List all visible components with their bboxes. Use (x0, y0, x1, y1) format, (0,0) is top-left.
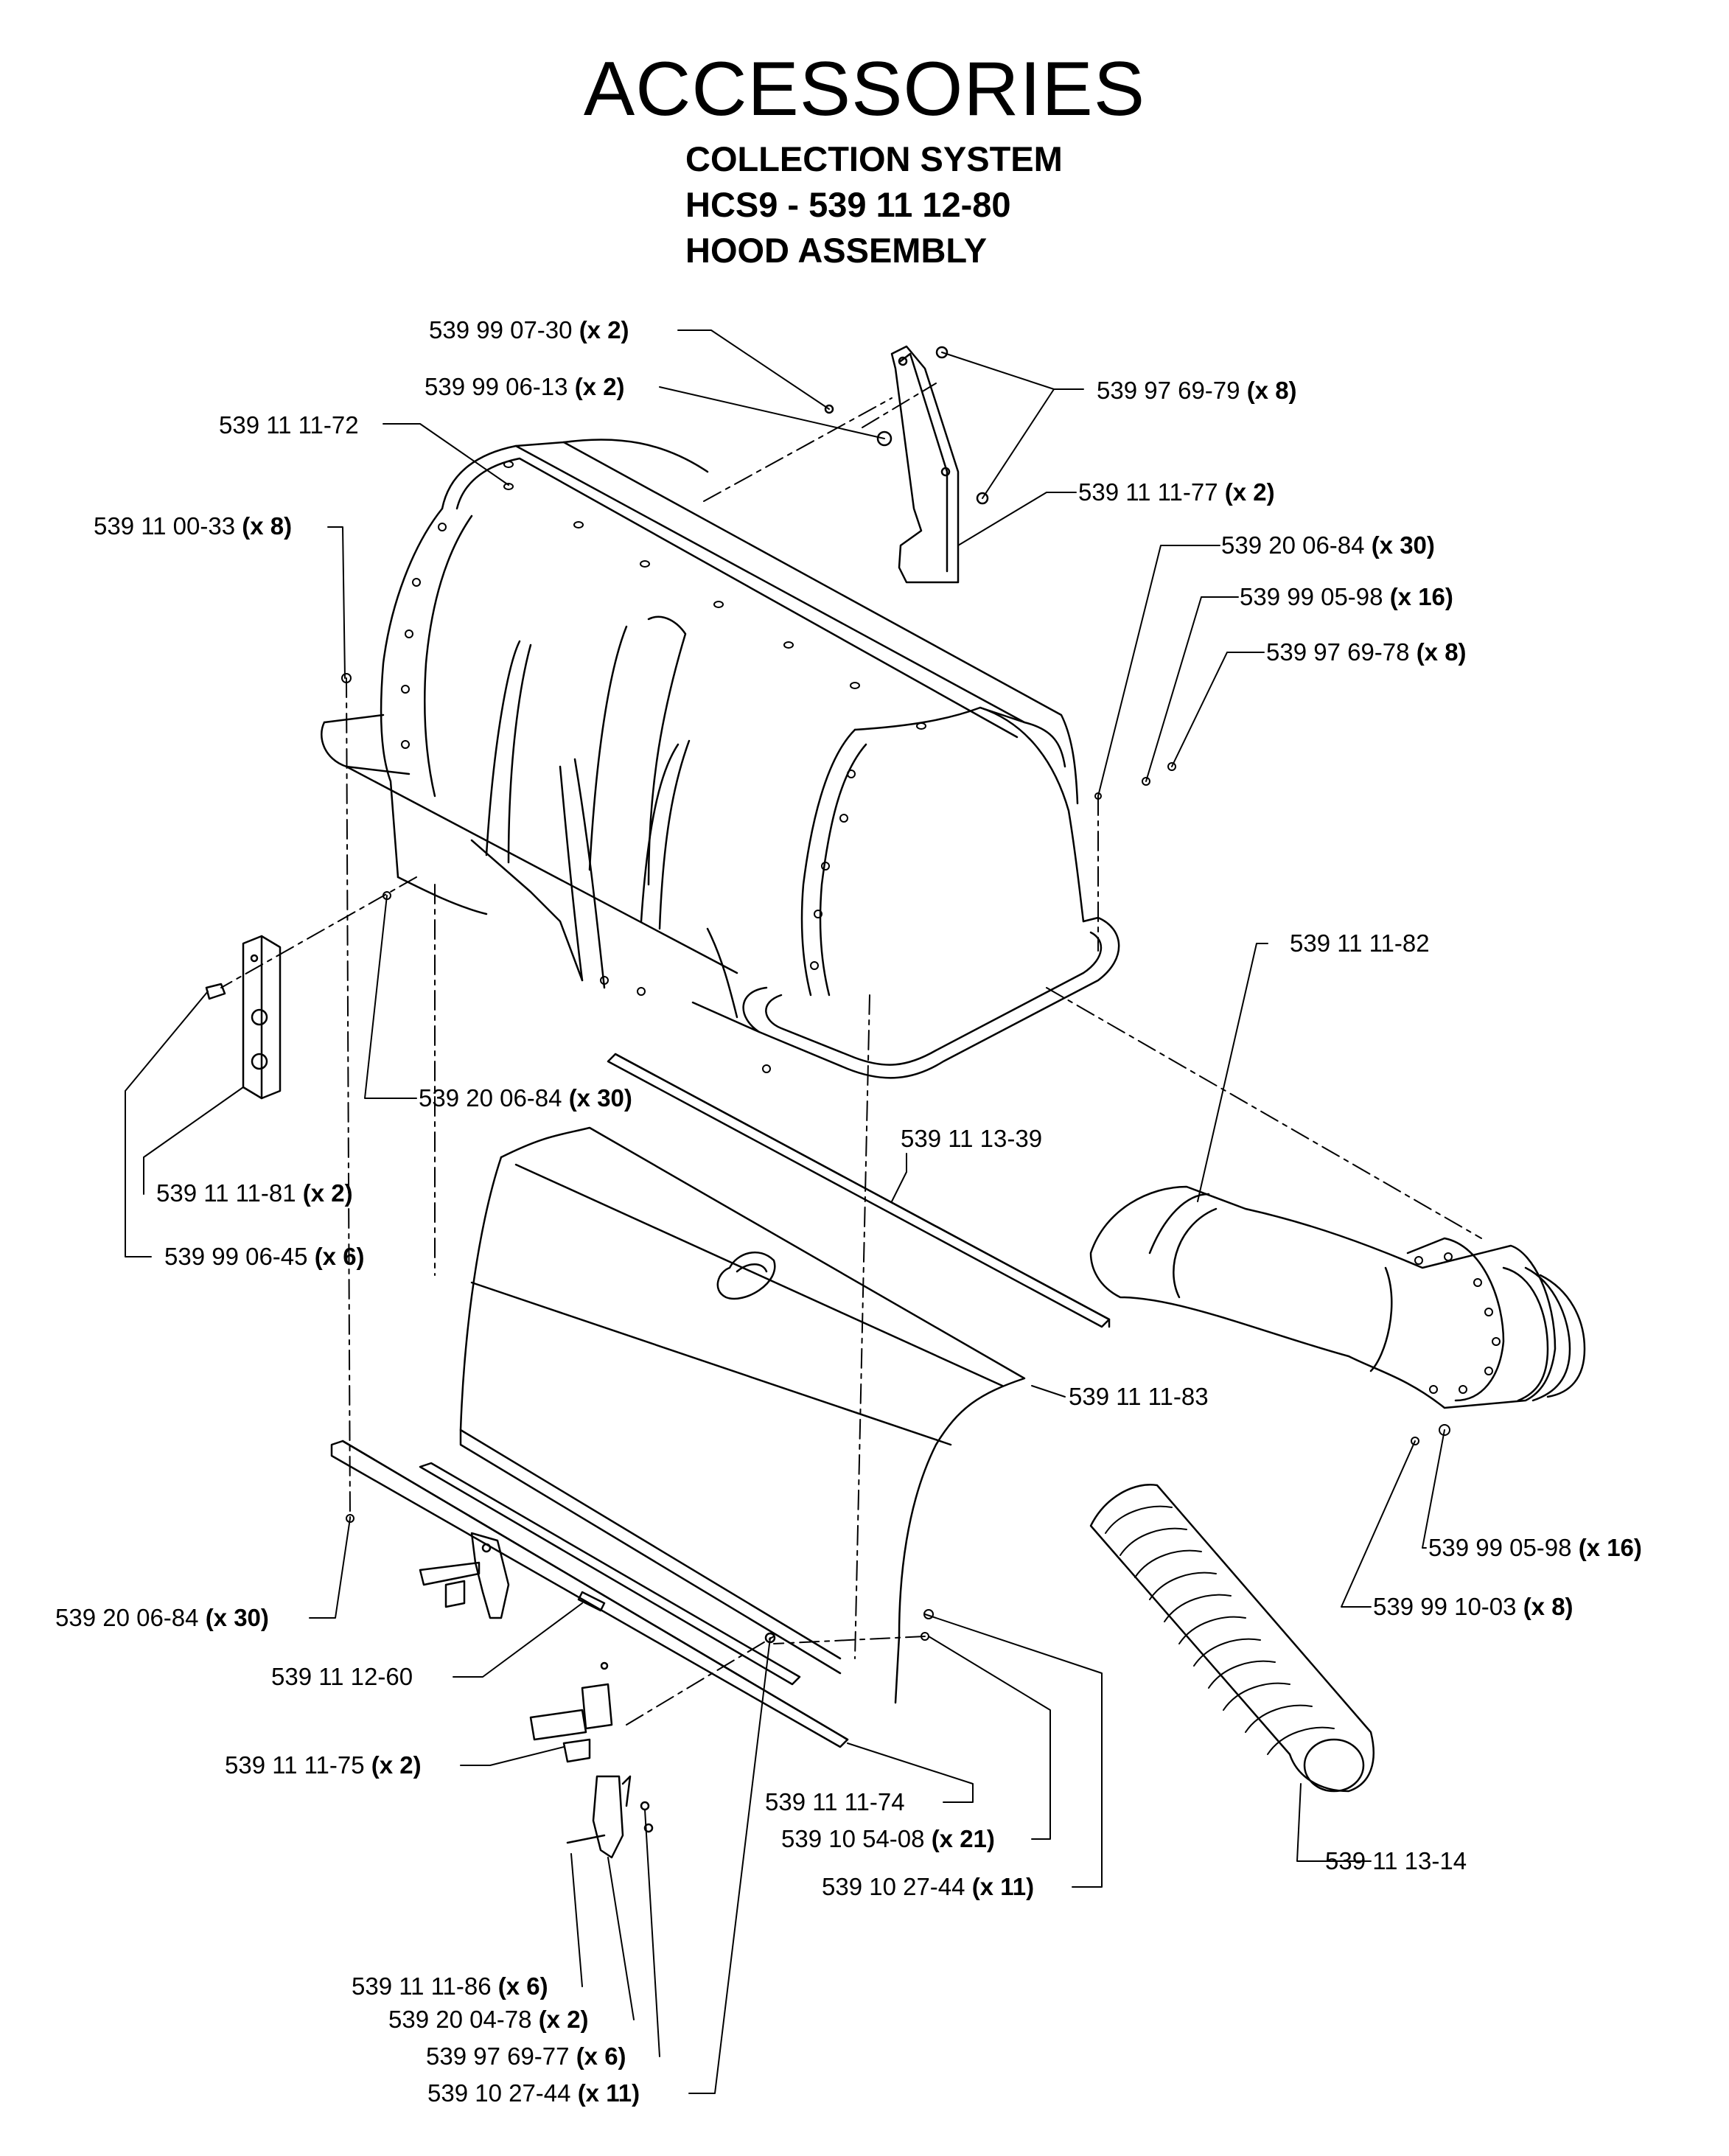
callout-539-11-11-72: 539 11 11-72 (219, 411, 359, 439)
callout-539-11-11-75: 539 11 11-75 (x 2) (225, 1751, 422, 1779)
callout-539-11-00-33: 539 11 00-33 (x 8) (94, 512, 293, 540)
subtitle-assembly: HOOD ASSEMBLY (685, 231, 988, 270)
callout-539-99-05-98-top: 539 99 05-98 (x 16) (1240, 583, 1453, 610)
hood-shell (321, 439, 1120, 1079)
callout-539-10-27-44-bottom: 539 10 27-44 (x 11) (427, 2079, 640, 2107)
subtitle-model: HCS9 - 539 11 12-80 (685, 185, 1011, 224)
callout-539-99-05-98-bottom: 539 99 05-98 (x 16) (1428, 1534, 1642, 1561)
callout-539-97-69-79: 539 97 69-79 (x 8) (1097, 377, 1297, 404)
callout-539-99-10-03: 539 99 10-03 (x 8) (1373, 1593, 1573, 1620)
assembly-lines (220, 383, 1482, 1726)
callout-539-11-11-77: 539 11 11-77 (x 2) (1078, 478, 1275, 506)
fasteners (341, 673, 1450, 1641)
callout-539-99-07-30: 539 99 07-30 (x 2) (429, 316, 629, 343)
page-title: ACCESSORIES (583, 46, 1146, 132)
callout-539-20-06-84-mid: 539 20 06-84 (x 30) (419, 1084, 632, 1112)
leader-lines (125, 329, 1445, 2094)
callout-539-11-11-81: 539 11 11-81 (x 2) (156, 1179, 353, 1207)
callout-539-97-69-77: 539 97 69-77 (x 6) (426, 2042, 626, 2070)
callout-539-99-06-45: 539 99 06-45 (x 6) (164, 1243, 365, 1270)
discharge-chute (1089, 1185, 1586, 1409)
callout-539-99-06-13: 539 99 06-13 (x 2) (425, 373, 625, 400)
flexible-hose (1089, 1484, 1375, 1793)
hitch-bar (330, 1440, 849, 1748)
callout-539-10-54-08: 539 10 54-08 (x 21) (781, 1825, 995, 1852)
callout-539-11-12-60: 539 11 12-60 (271, 1663, 413, 1690)
callout-539-11-11-86: 539 11 11-86 (x 6) (352, 1972, 548, 2000)
callout-539-11-11-83: 539 11 11-83 (1069, 1383, 1209, 1410)
callout-539-11-11-74: 539 11 11-74 (765, 1788, 905, 1815)
mount-bracket (824, 345, 989, 584)
callout-539-20-06-84-top: 539 20 06-84 (x 30) (1221, 531, 1435, 559)
subtitle-system: COLLECTION SYSTEM (685, 139, 1063, 178)
callout-539-11-13-14: 539 11 13-14 (1325, 1847, 1467, 1874)
seal-strip (607, 1053, 1111, 1328)
callout-539-20-06-84-left: 539 20 06-84 (x 30) (55, 1604, 269, 1631)
latch-hook (529, 1661, 654, 1859)
callout-539-20-04-78: 539 20 04-78 (x 2) (388, 2006, 589, 2033)
callout-539-10-27-44-right: 539 10 27-44 (x 11) (822, 1873, 1035, 1900)
callout-539-97-69-78: 539 97 69-78 (x 8) (1266, 638, 1467, 666)
deflector-panel (459, 1126, 1026, 1704)
callout-539-11-13-39: 539 11 13-39 (901, 1125, 1043, 1152)
callout-539-11-11-82: 539 11 11-82 (1290, 929, 1430, 957)
